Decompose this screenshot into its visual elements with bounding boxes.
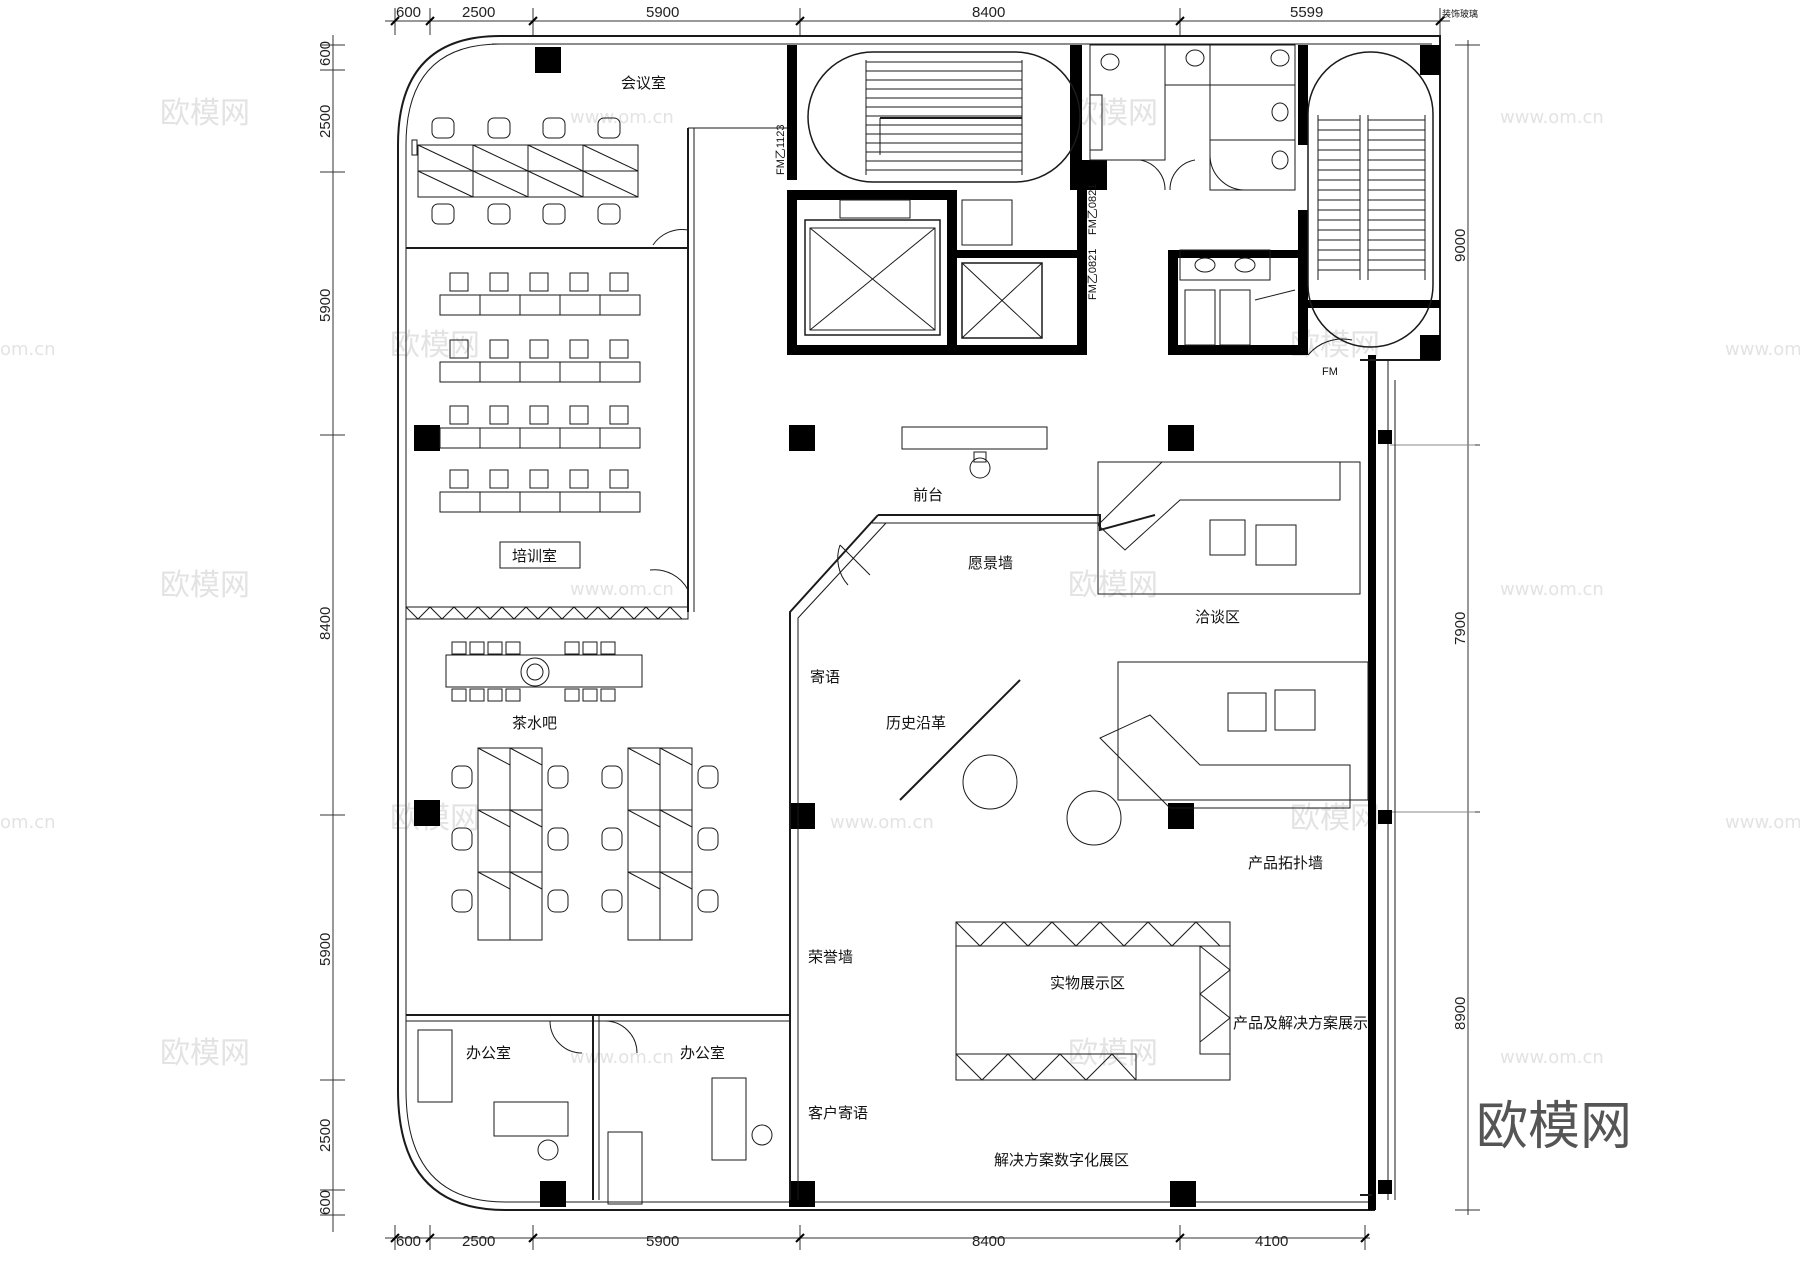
dim-bottom-4: 8400: [972, 1233, 1005, 1250]
dim-bottom-3: 5900: [646, 1233, 679, 1250]
door-tag-fm1123: FM乙1123: [774, 124, 787, 175]
watermark-url: www.om.cn: [1500, 579, 1604, 600]
exhibition-hall: 前台 愿景墙 洽谈区 寄语 历史沿革 产品拓扑墙 荣誉墙 实物展示区 产品及解决…: [789, 426, 1369, 1200]
training-room: 培训室: [405, 248, 695, 620]
column: [1170, 1181, 1196, 1207]
room-label-vision-wall: 愿景墙: [968, 554, 1013, 572]
door-tag-fm: FM: [1322, 366, 1338, 378]
room-label-office-1: 办公室: [466, 1044, 511, 1062]
open-office-desks: [451, 747, 719, 941]
watermark-url: www.om.cn: [1500, 1047, 1604, 1068]
core-area: FM乙1123 FM乙0821 FM乙0821 FM: [774, 44, 1440, 378]
column: [1378, 810, 1392, 824]
dim-bottom-2: 2500: [462, 1233, 495, 1250]
watermark-layer: 欧模网 www.om.cn 欧模网 www.om.cn om.cn 欧模网 ww…: [0, 96, 1800, 1071]
room-label-office-2: 办公室: [680, 1044, 725, 1062]
room-label-reception: 前台: [913, 486, 943, 504]
watermark-url: www.om.cn: [1725, 812, 1800, 833]
dim-top-1: 600: [396, 4, 421, 21]
room-label-tea-bar: 茶水吧: [512, 714, 557, 732]
watermark-text: 欧模网: [1068, 568, 1158, 603]
tea-bar: 茶水吧: [445, 641, 643, 732]
watermark-url: www.om.cn: [1500, 107, 1604, 128]
column: [789, 803, 815, 829]
watermark-text: 欧模网: [1068, 96, 1158, 131]
dim-right-1: 9000: [1452, 229, 1469, 262]
watermark-text: 欧模网: [1290, 801, 1380, 836]
dimension-labels: 600 2500 5900 8400 5599 装饰玻璃 600 2500 59…: [317, 4, 1478, 1250]
room-label-training: 培训室: [512, 547, 557, 565]
column: [535, 47, 561, 73]
meeting-room: 会议室: [406, 74, 787, 249]
room-label-negotiation: 洽谈区: [1195, 608, 1240, 626]
dimension-lines: [320, 8, 1480, 1250]
column: [540, 1181, 566, 1207]
dim-left-2: 2500: [317, 105, 334, 138]
watermark-text: 欧模网: [160, 1036, 250, 1071]
dim-top-5: 5599: [1290, 4, 1323, 21]
room-label-client-message: 客户寄语: [808, 1104, 868, 1122]
watermark-text: 欧模网: [160, 96, 250, 131]
dim-left-6: 2500: [317, 1119, 334, 1152]
door-tag-fm0821a: FM乙0821: [1086, 184, 1099, 235]
column: [414, 425, 440, 451]
column: [1168, 425, 1194, 451]
column: [789, 1181, 815, 1207]
door-tag-fm0821b: FM乙0821: [1086, 249, 1099, 300]
dimension-ticks: [390, 16, 1445, 1243]
watermark-url: www.om.cn: [1725, 339, 1800, 360]
column: [1378, 430, 1392, 444]
exterior-walls: [397, 35, 1441, 1211]
room-label-message: 寄语: [810, 668, 840, 686]
room-label-solutions-display: 产品及解决方案展示: [1233, 1014, 1368, 1032]
dim-left-4: 8400: [317, 607, 334, 640]
room-label-digital-area: 解决方案数字化展区: [994, 1151, 1129, 1169]
dim-top-2: 2500: [462, 4, 495, 21]
watermark-url: www.om.cn: [570, 107, 674, 128]
room-label-honor-wall: 荣誉墙: [808, 948, 853, 966]
dim-left-7: 600: [317, 1190, 334, 1215]
room-label-meeting: 会议室: [621, 74, 666, 92]
dim-left-5: 5900: [317, 933, 334, 966]
room-label-topology-wall: 产品拓扑墙: [1248, 854, 1323, 872]
room-label-history: 历史沿革: [886, 714, 946, 732]
dim-top-3: 5900: [646, 4, 679, 21]
dim-bottom-5: 4100: [1255, 1233, 1288, 1250]
watermark-url: www.om.cn: [830, 812, 934, 833]
watermark-url: www.om.cn: [570, 1047, 674, 1068]
dim-top-4: 8400: [972, 4, 1005, 21]
watermark-url: om.cn: [0, 339, 56, 360]
watermark-url: om.cn: [0, 812, 56, 833]
watermark-url: www.om.cn: [570, 579, 674, 600]
offices: 办公室 办公室: [406, 1014, 790, 1205]
column: [1168, 803, 1194, 829]
dim-left-1: 600: [317, 41, 334, 66]
brand-logo-text: 欧模网: [1476, 1097, 1632, 1157]
dim-right-2: 7900: [1452, 612, 1469, 645]
columns: [414, 47, 1392, 1207]
column: [1378, 1180, 1392, 1194]
watermark-text: 欧模网: [160, 568, 250, 603]
dim-bottom-1: 600: [396, 1233, 421, 1250]
dim-left-3: 5900: [317, 289, 334, 322]
column: [789, 425, 815, 451]
room-label-exhibit-area: 实物展示区: [1050, 974, 1125, 992]
watermark-text: 欧模网: [390, 328, 480, 363]
dim-right-3: 8900: [1452, 997, 1469, 1030]
column: [414, 800, 440, 826]
top-note: 装饰玻璃: [1442, 8, 1478, 20]
